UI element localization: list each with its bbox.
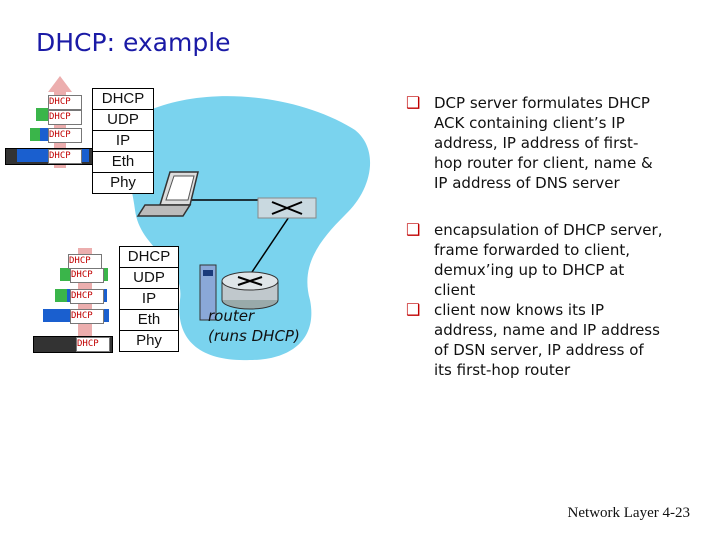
bullet-text: encapsulation of DHCP server, frame forw…	[434, 221, 663, 299]
bullet-text: client now knows its IP address, name an…	[434, 301, 660, 379]
bullet-group-top: ❑ DCP server formulates DHCP ACK contain…	[404, 93, 666, 193]
client-layer-phy: Phy	[110, 174, 136, 191]
server-packet-dhcp: DHCP	[68, 254, 102, 269]
router-label-line1: router	[208, 307, 255, 325]
client-layer-udp: UDP	[93, 110, 153, 131]
client-layer-dhcp: DHCP	[93, 89, 153, 110]
laptop-icon	[136, 171, 199, 217]
bullet-item: ❑ client now knows its IP address, name …	[404, 300, 666, 380]
server-layer-udp: UDP	[120, 268, 178, 289]
server-layer-eth: Eth	[120, 310, 178, 331]
client-packet-eth-dhcp: DHCP	[48, 149, 82, 164]
client-packet-ip-dhcp: DHCP	[48, 128, 82, 143]
checkbox-bullet-icon: ❑	[406, 220, 421, 239]
link-line	[249, 207, 296, 276]
server-protocol-stack: DHCP UDP IP Eth Phy	[119, 246, 179, 352]
server-layer-ip: IP	[120, 289, 178, 310]
server-layer-phy: Phy	[136, 332, 162, 349]
client-packet-dhcp: DHCP	[48, 95, 82, 110]
client-layer-ip: IP	[93, 131, 153, 152]
switch-icon	[257, 197, 317, 219]
slide-title: DHCP: example	[36, 28, 231, 57]
network-cloud	[125, 96, 371, 361]
server-frame-ip-inner	[55, 289, 67, 302]
slide-footer: Network Layer 4-23	[567, 505, 690, 521]
server-packet-phy-dhcp: DHCP	[76, 337, 110, 352]
bullet-text: DCP server formulates DHCP ACK containin…	[434, 94, 653, 192]
bullet-group-bottom: ❑ encapsulation of DHCP server, frame fo…	[404, 220, 666, 380]
server-packet-udp-dhcp: DHCP	[70, 268, 104, 283]
router-icon	[221, 271, 279, 310]
router-label: router (runs DHCP)	[208, 306, 300, 346]
server-icon	[199, 264, 217, 321]
bullet-item: ❑ encapsulation of DHCP server, frame fo…	[404, 220, 666, 300]
server-packet-eth-dhcp: DHCP	[70, 309, 104, 324]
client-packet-udp-dhcp: DHCP	[48, 110, 82, 125]
checkbox-bullet-icon: ❑	[406, 93, 421, 112]
checkbox-bullet-icon: ❑	[406, 300, 421, 319]
client-layer-eth: Eth	[93, 152, 153, 173]
bullet-item: ❑ DCP server formulates DHCP ACK contain…	[404, 93, 666, 193]
router-label-line2: (runs DHCP)	[208, 327, 300, 345]
client-protocol-stack: DHCP UDP IP Eth Phy	[92, 88, 154, 194]
server-layer-dhcp: DHCP	[120, 247, 178, 268]
server-packet-ip-dhcp: DHCP	[70, 289, 104, 304]
client-frame-ip-inner	[30, 128, 40, 141]
